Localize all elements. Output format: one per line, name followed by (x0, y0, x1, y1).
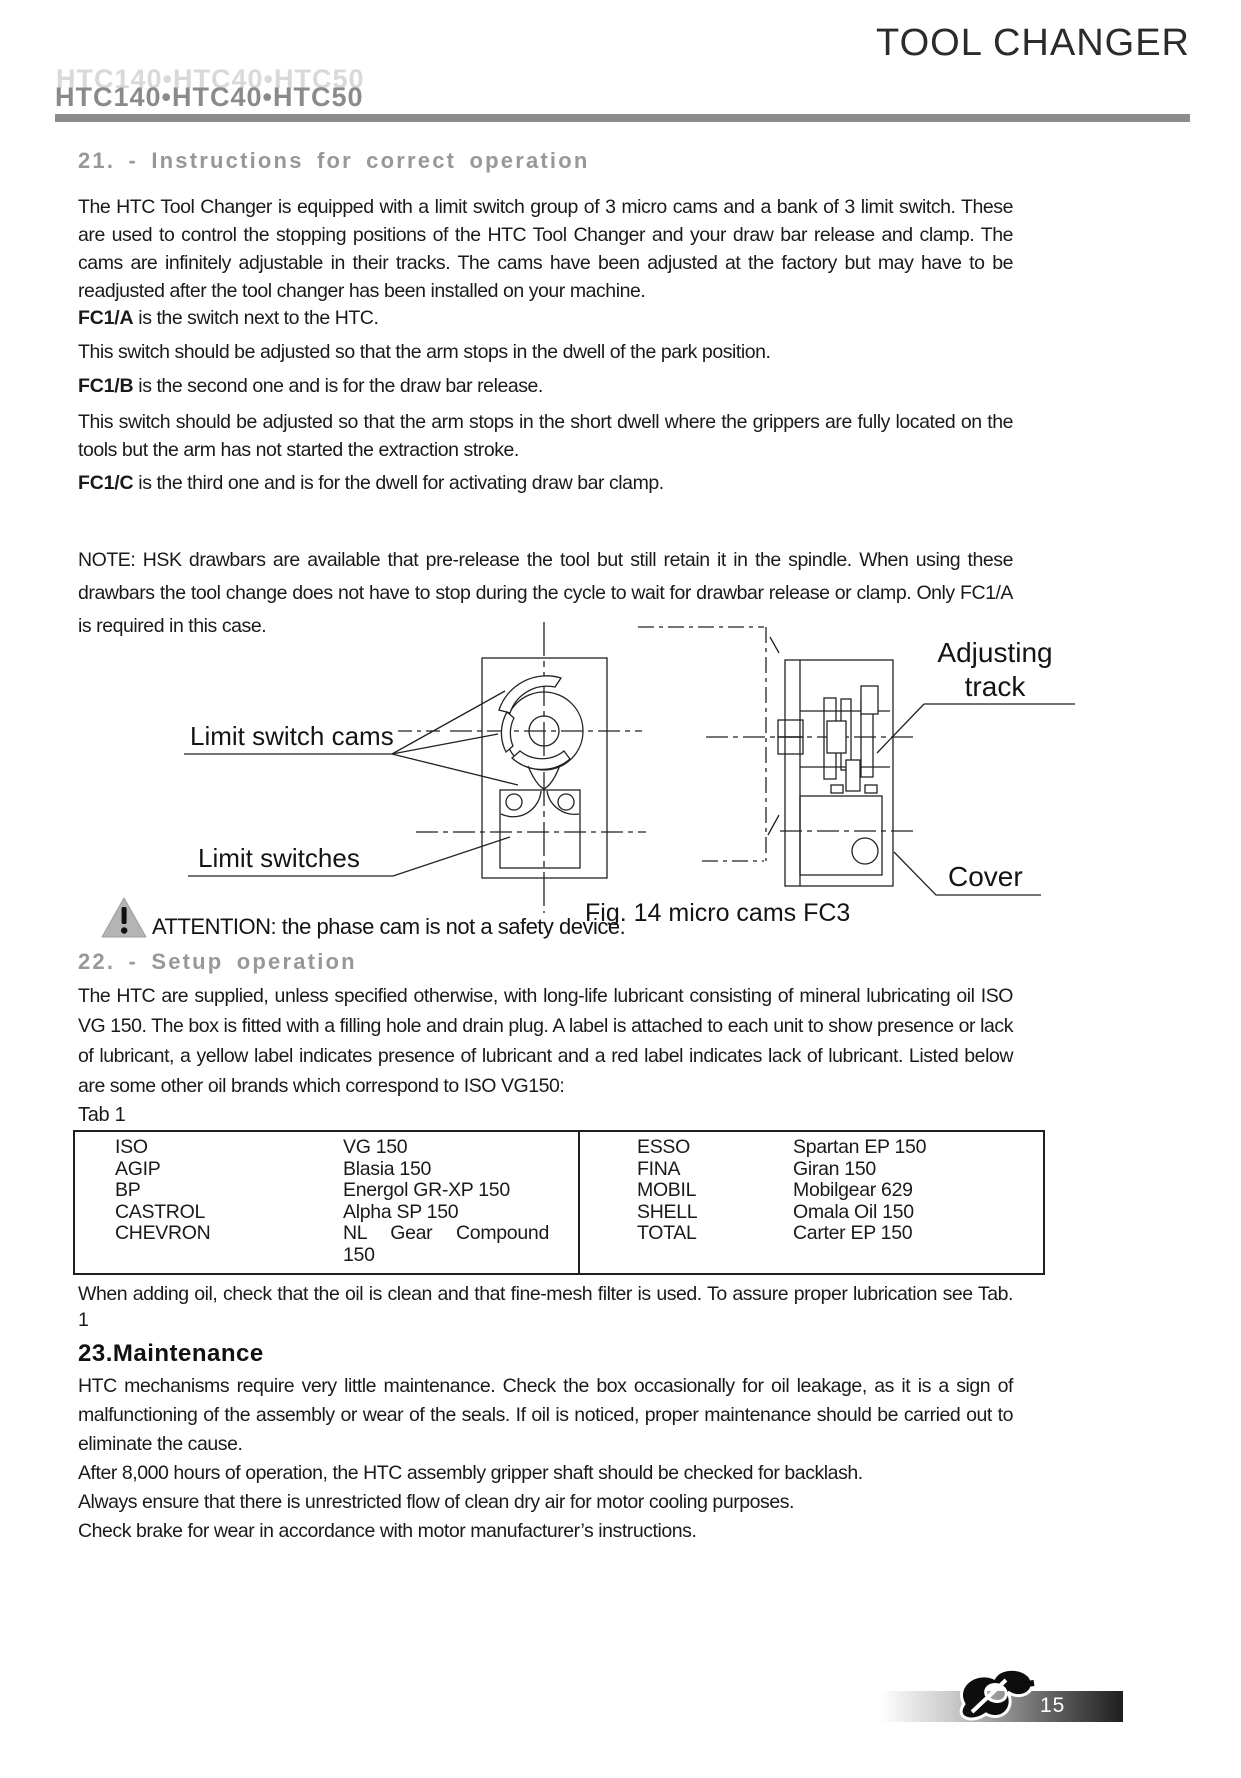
models-line: HTC140•HTC40•HTC50 (55, 82, 364, 112)
models-ghost-text: HTC140•HTC40•HTC50 (56, 64, 365, 94)
figure-label-limit-switches: Limit switches (198, 843, 360, 873)
warning-triangle-icon (100, 896, 148, 940)
maintenance-paragraph: HTC mechanisms require very little maint… (78, 1375, 1013, 1455)
section23-heading: 23.Maintenance (78, 1340, 264, 1367)
brand-logo-icon (942, 1662, 1046, 1726)
table-row: CASTROL Alpha SP 150 SHELL Omala Oil 150 (75, 1200, 1043, 1224)
figure-drawing: Limit switch cams Limit switches Adjusti… (184, 622, 1075, 927)
brand-cell: AGIP (115, 1157, 161, 1180)
figure-micro-cams: Limit switch cams Limit switches Adjusti… (130, 615, 1080, 927)
table-row: BP Energol GR-XP 150 MOBIL Mobilgear 629 (75, 1179, 1043, 1202)
oil-cell-line2: 150 (343, 1243, 375, 1266)
fc1b-label: FC1/B (78, 375, 134, 397)
after-table-paragraph: When adding oil, check that the oil is c… (78, 1283, 1013, 1331)
brand-cell: SHELL (637, 1200, 698, 1223)
header-rule (55, 114, 1190, 122)
figure-label-track: track (965, 671, 1027, 702)
oil-cell-line1: NL Gear Compound (343, 1222, 549, 1244)
fc1c-text: is the third one and is for the dwell fo… (133, 472, 664, 494)
maintenance-line-backlash: After 8,000 hours of operation, the HTC … (78, 1462, 863, 1484)
oil-cell: Alpha SP 150 (343, 1200, 459, 1223)
oil-cell: VG 150 (343, 1136, 408, 1158)
brand-cell: TOTAL (637, 1222, 697, 1244)
fc1c-label: FC1/C (78, 472, 134, 494)
fc1a-line: FC1/A is the switch next to the HTC. (78, 306, 1013, 330)
brand-cell: ISO (115, 1136, 148, 1158)
brand-cell: MOBIL (637, 1179, 697, 1201)
maintenance-line-brake: Check brake for wear in accordance with … (78, 1520, 697, 1542)
section22-paragraph: The HTC are supplied, unless specified o… (78, 985, 1013, 1097)
fc1b-line: FC1/B is the second one and is for the d… (78, 374, 1013, 398)
switch-b-paragraph: This switch should be adjusted so that t… (78, 411, 1013, 461)
oil-cell: Mobilgear 629 (793, 1179, 913, 1201)
fc1b-text: is the second one and is for the draw ba… (133, 375, 543, 397)
brand-cell: CASTROL (115, 1200, 206, 1223)
fc1c-line: FC1/C is the third one and is for the dw… (78, 471, 1013, 495)
figure-caption: Fig. 14 micro cams FC3 (585, 899, 850, 925)
oil-brands-table: ISO VG 150 ESSO Spartan EP 150 AGIP Blas… (73, 1130, 1045, 1275)
figure-label-limit-switch-cams: Limit switch cams (190, 721, 394, 751)
brand-cell: BP (115, 1179, 141, 1201)
table-row: ISO VG 150 ESSO Spartan EP 150 (75, 1136, 1043, 1159)
maintenance-line-air: Always ensure that there is unrestricted… (78, 1491, 795, 1513)
figure-label-cover: Cover (948, 861, 1023, 892)
fc1a-text: is the switch next to the HTC. (133, 307, 379, 329)
figure-label-adjusting: Adjusting (937, 637, 1052, 668)
oil-cell: Carter EP 150 (793, 1222, 913, 1244)
oil-cell: Blasia 150 (343, 1157, 432, 1180)
section21-heading: 21. - Instructions for correct operation (78, 148, 590, 173)
brand-cell: ESSO (637, 1136, 690, 1158)
oil-cell: Omala Oil 150 (793, 1200, 914, 1223)
brand-cell: CHEVRON (115, 1222, 211, 1244)
table-label: Tab 1 (78, 1104, 126, 1126)
section21-paragraph: The HTC Tool Changer is equipped with a … (78, 196, 1013, 302)
switch-a-line: This switch should be adjusted so that t… (78, 341, 771, 363)
section22-heading: 22. - Setup operation (78, 949, 357, 974)
fc1a-label: FC1/A (78, 307, 134, 329)
note-paragraph: NOTE: HSK drawbars are available that pr… (78, 549, 1013, 637)
oil-cell: Energol GR-XP 150 (343, 1179, 510, 1201)
attention-text: ATTENTION: the phase cam is not a safety… (152, 914, 626, 939)
oil-cell: Giran 150 (793, 1157, 876, 1180)
table-divider (578, 1132, 580, 1273)
page-number: 15 (1040, 1694, 1066, 1717)
table-row: AGIP Blasia 150 FINA Giran 150 (75, 1157, 1043, 1181)
brand-cell: FINA (637, 1157, 681, 1180)
oil-cell: Spartan EP 150 (793, 1136, 927, 1158)
document-title: TOOL CHANGER (876, 22, 1190, 64)
